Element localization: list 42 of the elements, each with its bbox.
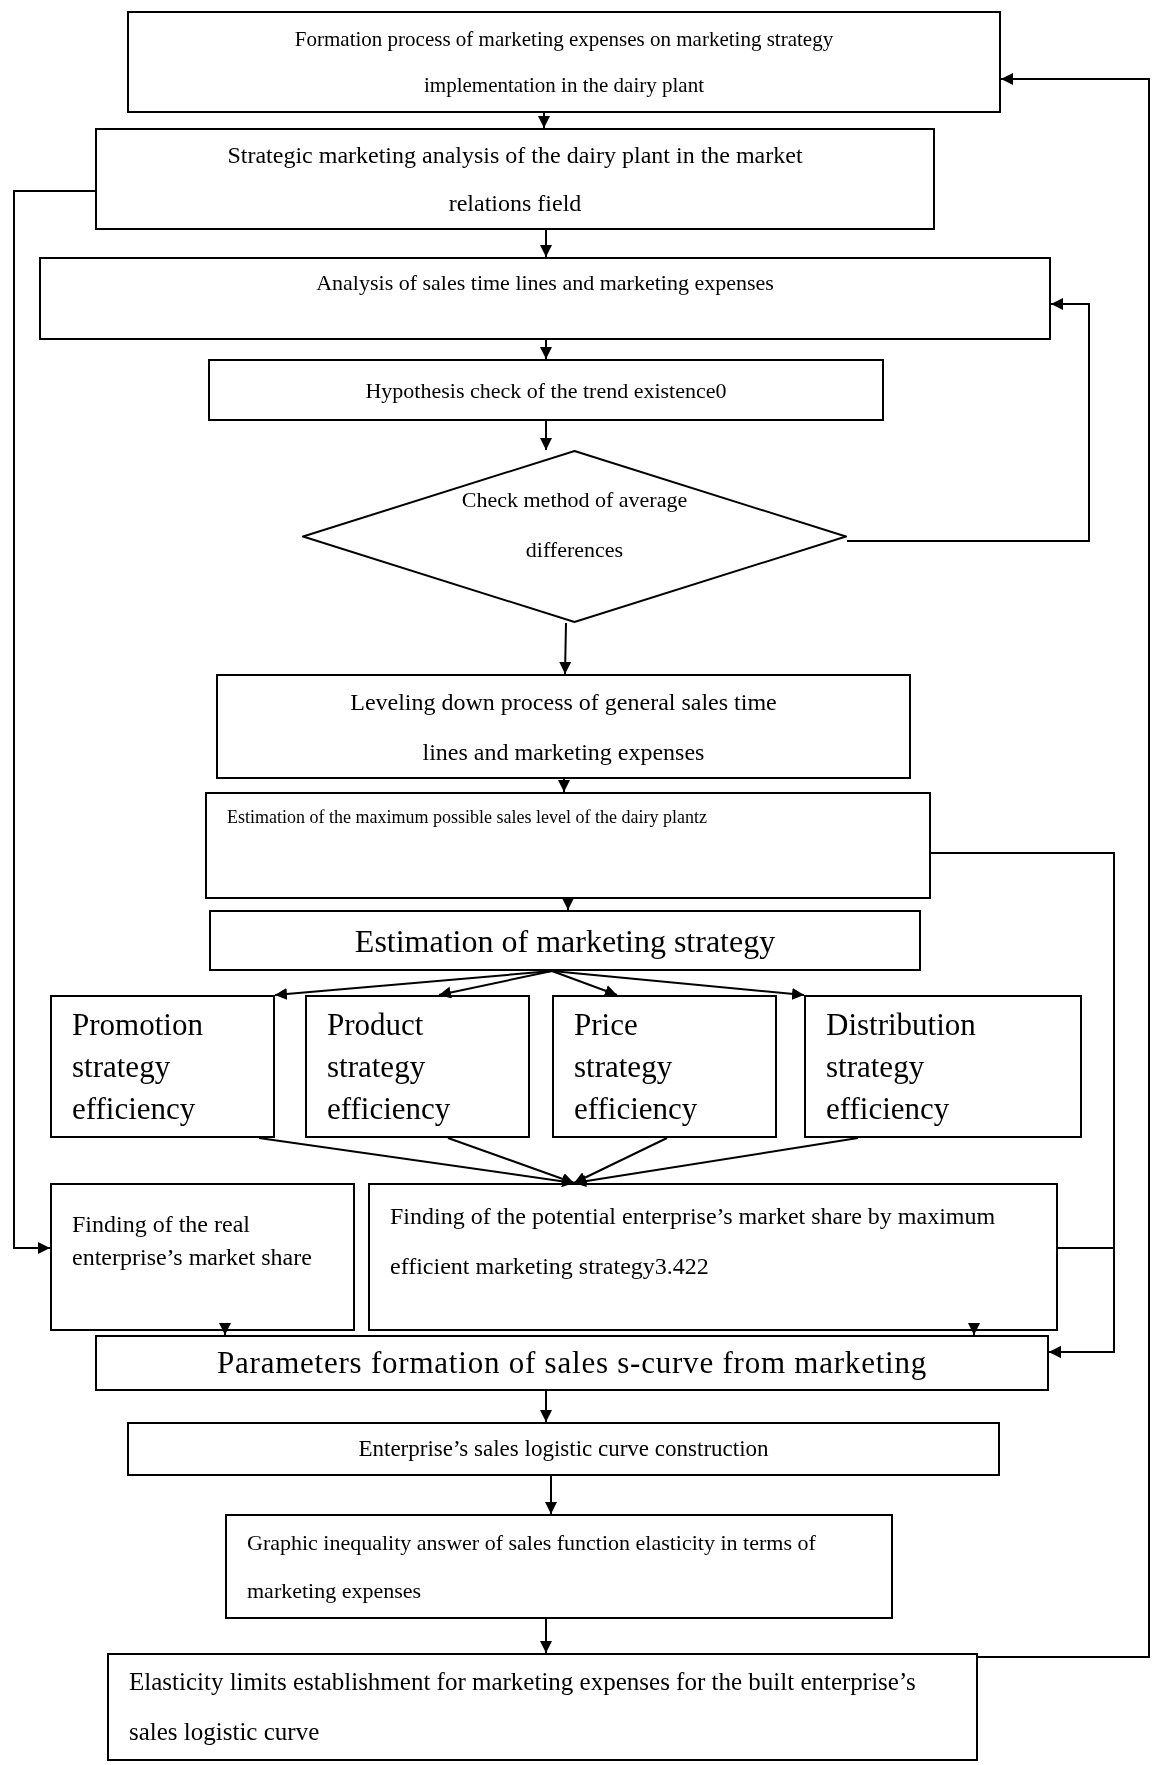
arrow xyxy=(540,420,552,451)
process-box: Graphic inequality answer of sales function elasticity in terms of marketing expenses xyxy=(225,1514,893,1619)
process-box: Finding of the real enterprise’s market share xyxy=(50,1183,355,1331)
process-box: Estimation of the maximum possible sales level of the dairy plantz xyxy=(205,792,931,899)
arrow xyxy=(258,1137,575,1188)
arrow xyxy=(977,73,1150,1658)
arrow xyxy=(551,970,618,997)
process-box: Product strategy efficiency xyxy=(305,995,530,1138)
process-box: Promotion strategy efficiency xyxy=(50,995,275,1138)
process-box: Distribution strategy efficiency xyxy=(804,995,1082,1138)
arrow xyxy=(573,1137,859,1188)
process-box: Parameters formation of sales s-curve from marketing xyxy=(95,1335,1049,1391)
arrow xyxy=(551,970,805,1000)
arrow xyxy=(540,1390,552,1423)
process-box: Formation process of marketing expenses on marketing strategy implementation in the dairy plant xyxy=(127,11,1001,113)
arrow xyxy=(438,970,553,999)
arrow xyxy=(846,298,1090,542)
arrow xyxy=(968,1323,980,1336)
arrow xyxy=(573,1137,668,1184)
arrow xyxy=(545,1475,557,1515)
arrow xyxy=(274,970,553,1000)
decision-diamond: Check method of average differences xyxy=(302,450,847,623)
arrow xyxy=(219,1323,231,1336)
process-box: Analysis of sales time lines and marketing expenses xyxy=(39,257,1051,340)
process-box: Finding of the potential enterprise’s market share by maximum efficient marketing strategy3.422 xyxy=(368,1183,1058,1331)
arrow xyxy=(447,1137,575,1185)
arrow xyxy=(540,339,552,360)
arrow xyxy=(540,229,552,258)
arrow xyxy=(1048,1247,1115,1358)
process-box: Strategic marketing analysis of the dairy plant in the market relations field xyxy=(95,128,935,230)
arrow xyxy=(558,778,570,793)
process-box: Hypothesis check of the trend existence0 xyxy=(208,359,884,421)
process-box: Elasticity limits establishment for marketing expenses for the built enterprise’s sales logistic curve xyxy=(107,1653,978,1761)
process-box: Estimation of marketing strategy xyxy=(209,910,921,971)
process-box: Price strategy efficiency xyxy=(552,995,777,1138)
process-box: Enterprise’s sales logistic curve construction xyxy=(127,1422,1000,1476)
arrow xyxy=(562,898,574,911)
arrow xyxy=(13,190,96,1254)
process-box: Leveling down process of general sales time lines and marketing expenses xyxy=(216,674,911,779)
arrow xyxy=(540,1618,552,1654)
arrow xyxy=(559,622,572,675)
arrow xyxy=(538,112,550,129)
